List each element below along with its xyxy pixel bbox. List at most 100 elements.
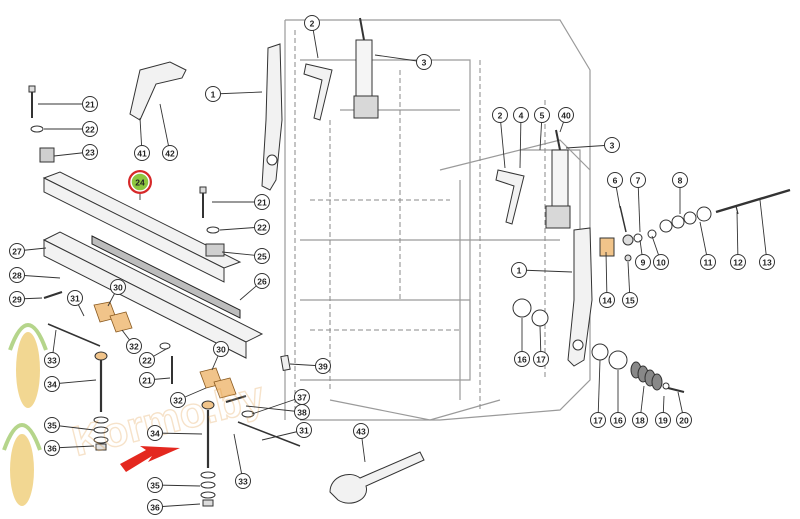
callout-number: 36 xyxy=(150,503,160,513)
part-callout: 39 xyxy=(315,358,331,374)
part-callout: 17 xyxy=(590,412,606,428)
part-callout: 38 xyxy=(294,404,310,420)
part-callout: 19 xyxy=(655,412,671,428)
callout-number: 16 xyxy=(517,355,527,365)
part-callout: 5 xyxy=(534,107,550,123)
part-callout: 34 xyxy=(44,376,60,392)
callout-circle xyxy=(254,219,270,235)
callout-circle xyxy=(235,473,251,489)
callout-number: 39 xyxy=(318,362,328,372)
part-callout: 3 xyxy=(604,137,620,153)
callout-number: 8 xyxy=(678,176,683,186)
leader-line xyxy=(245,405,303,413)
callout-number: 41 xyxy=(137,149,147,159)
part-callout: 25 xyxy=(254,248,270,264)
callout-number: 16 xyxy=(613,416,623,426)
callout-number: 12 xyxy=(733,258,743,268)
highlight-fill xyxy=(130,172,150,192)
callout-circle xyxy=(9,291,25,307)
callout-circle xyxy=(254,248,270,264)
callout-number: 30 xyxy=(216,345,226,355)
callout-circle xyxy=(170,392,186,408)
callout-circle xyxy=(610,412,626,428)
callout-circle xyxy=(9,267,25,283)
callout-number: 15 xyxy=(625,296,635,306)
callout-circle xyxy=(44,417,60,433)
callout-number: 30 xyxy=(113,283,123,293)
part-callout: 20 xyxy=(676,412,692,428)
callout-number: 17 xyxy=(536,355,546,365)
leader-line xyxy=(499,114,506,169)
part-callout: 21 xyxy=(254,194,270,210)
callout-circle xyxy=(82,96,98,112)
callout-number: 25 xyxy=(257,252,267,262)
callout-number: 24 xyxy=(135,178,145,188)
callout-circle xyxy=(44,376,60,392)
callout-circle xyxy=(67,290,83,306)
callout-circle xyxy=(513,107,529,123)
callout-number: 10 xyxy=(656,258,666,268)
callout-number: 5 xyxy=(540,111,545,121)
part-callout: 32 xyxy=(170,392,186,408)
callout-number: 23 xyxy=(85,148,95,158)
part-callout: 16 xyxy=(514,351,530,367)
callout-circle xyxy=(700,254,716,270)
callout-number: 18 xyxy=(635,416,645,426)
callout-circle xyxy=(82,121,98,137)
callout-circle xyxy=(315,358,331,374)
part-callout: 11 xyxy=(700,254,716,270)
callout-circle xyxy=(534,107,550,123)
part-callout: 35 xyxy=(147,477,163,493)
callout-circle xyxy=(147,425,163,441)
callout-number: 31 xyxy=(299,426,309,436)
part-callout: 43 xyxy=(353,423,369,439)
leader-line xyxy=(518,269,573,273)
callout-number: 6 xyxy=(613,176,618,186)
callout-number: 43 xyxy=(356,427,366,437)
callout-circle xyxy=(139,372,155,388)
callout-number: 32 xyxy=(173,396,183,406)
part-callout: 41 xyxy=(134,145,150,161)
callout-number: 33 xyxy=(238,477,248,487)
callout-circle xyxy=(599,292,615,308)
levers-cylinders xyxy=(261,17,593,367)
callout-number: 21 xyxy=(85,100,95,110)
callout-number: 3 xyxy=(422,58,427,68)
callout-circle xyxy=(676,412,692,428)
callout-circle xyxy=(622,292,638,308)
leader-line xyxy=(519,114,522,169)
callout-number: 40 xyxy=(561,111,571,121)
callout-circle xyxy=(632,412,648,428)
part-callout: 17 xyxy=(533,351,549,367)
callout-number: 34 xyxy=(150,429,160,439)
callout-number: 1 xyxy=(517,266,522,276)
callout-number: 35 xyxy=(47,421,57,431)
part-callout: 28 xyxy=(9,267,25,283)
callout-number: 42 xyxy=(165,149,175,159)
callout-circle xyxy=(44,352,60,368)
part-callout: 8 xyxy=(672,172,688,188)
leader-line xyxy=(605,251,608,301)
part-callout: 9 xyxy=(635,254,651,270)
callout-circle xyxy=(110,279,126,295)
part-callout: 31 xyxy=(296,422,312,438)
callout-circle xyxy=(653,254,669,270)
leader-line xyxy=(736,211,739,263)
part-callout: 10 xyxy=(653,254,669,270)
leader-line xyxy=(159,103,171,154)
callout-circle xyxy=(672,172,688,188)
callout-circle xyxy=(205,86,221,102)
spanner-tool xyxy=(329,451,425,504)
red-arrow xyxy=(120,446,180,472)
callout-number: 11 xyxy=(704,258,713,268)
part-callout: 37 xyxy=(294,389,310,405)
callout-circle xyxy=(254,194,270,210)
callout-number: 27 xyxy=(12,247,22,257)
callout-circle xyxy=(730,254,746,270)
leader-line xyxy=(212,91,263,95)
callout-circle xyxy=(590,412,606,428)
part-callout: 1 xyxy=(511,262,527,278)
callout-number: 28 xyxy=(12,271,22,281)
part-callout: 34 xyxy=(147,425,163,441)
